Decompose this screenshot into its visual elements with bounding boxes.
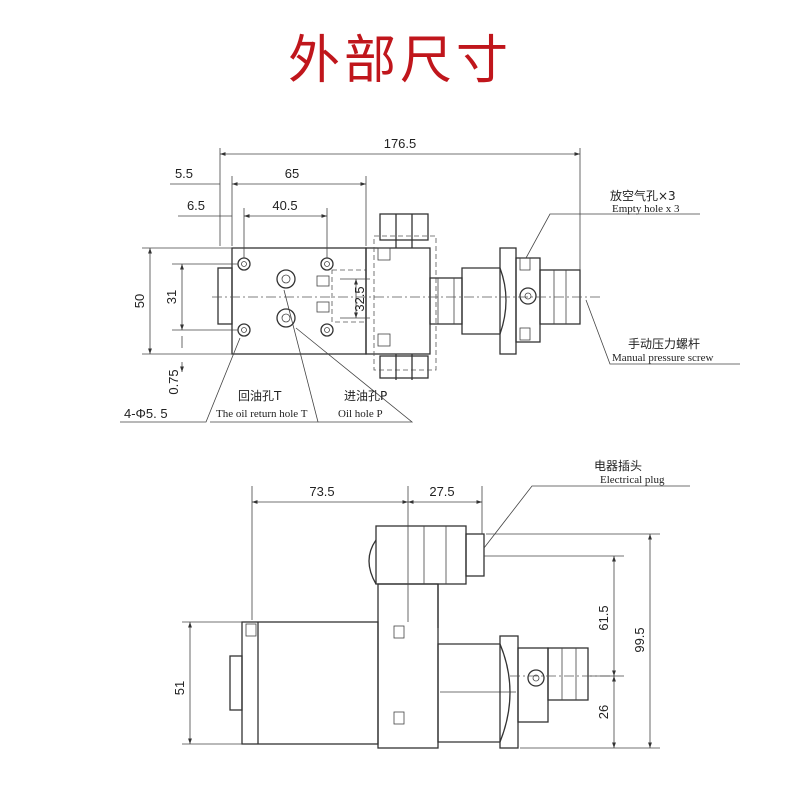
dim-50: 50: [132, 294, 147, 308]
port-p-circle: [276, 308, 296, 328]
end-cap: [499, 247, 517, 355]
manual-screw-housing: [515, 257, 541, 343]
label-oil-cn: 进油孔P: [344, 389, 387, 403]
page-title: 外部尺寸: [287, 31, 512, 91]
dim-26: 26: [596, 705, 611, 719]
dim-0-75: 0.75: [166, 369, 181, 394]
side-body: [241, 621, 379, 745]
coil-flange: [365, 247, 431, 355]
label-manual-cn: 手动压力螺杆: [628, 337, 700, 351]
label-empty-en: Empty hole x 3: [612, 203, 680, 215]
label-manual-en: Manual pressure screw: [612, 352, 713, 364]
label-oil-en: Oil hole P: [338, 408, 383, 420]
dim-73-5: 73.5: [309, 484, 334, 499]
holes-leader: [120, 337, 241, 423]
valve-body-block: [231, 247, 367, 355]
label-plug-cn: 电器插头: [594, 459, 642, 473]
electrical-plug: [375, 525, 467, 585]
dim-61-5: 61.5: [596, 605, 611, 630]
top-view: 176.5 65 5.5 40.5 6.5 50 31 32.5 0.75: [120, 136, 740, 423]
dim-99-5: 99.5: [632, 627, 647, 652]
top-bolt-head: [379, 213, 429, 241]
bottom-bolt-head: [379, 355, 429, 379]
label-empty-cn: 放空气孔×3: [610, 188, 676, 203]
dim-6-5: 6.5: [187, 198, 205, 213]
dim-5-5: 5.5: [175, 166, 193, 181]
solenoid-tube: [429, 277, 463, 325]
dim-40-5: 40.5: [272, 198, 297, 213]
side-manual-knob: [547, 647, 589, 701]
left-end-stub: [217, 267, 233, 325]
label-return-en: The oil return hole T: [216, 408, 308, 420]
side-bell: [437, 643, 511, 743]
label-return-cn: 回油孔T: [238, 389, 282, 403]
side-view: 73.5 27.5 61.5 26 99.5 51 电器插头 Electrica…: [172, 459, 690, 749]
dim-holes: 4-Φ5. 5: [124, 406, 168, 421]
dim-176-5: 176.5: [384, 136, 417, 151]
dim-31: 31: [164, 290, 179, 304]
port-t-circle: [276, 269, 296, 289]
dim-51: 51: [172, 681, 187, 695]
dim-32-5: 32.5: [352, 286, 367, 311]
dim-65: 65: [285, 166, 299, 181]
dim-27-5: 27.5: [429, 484, 454, 499]
label-plug-en: Electrical plug: [600, 474, 665, 486]
